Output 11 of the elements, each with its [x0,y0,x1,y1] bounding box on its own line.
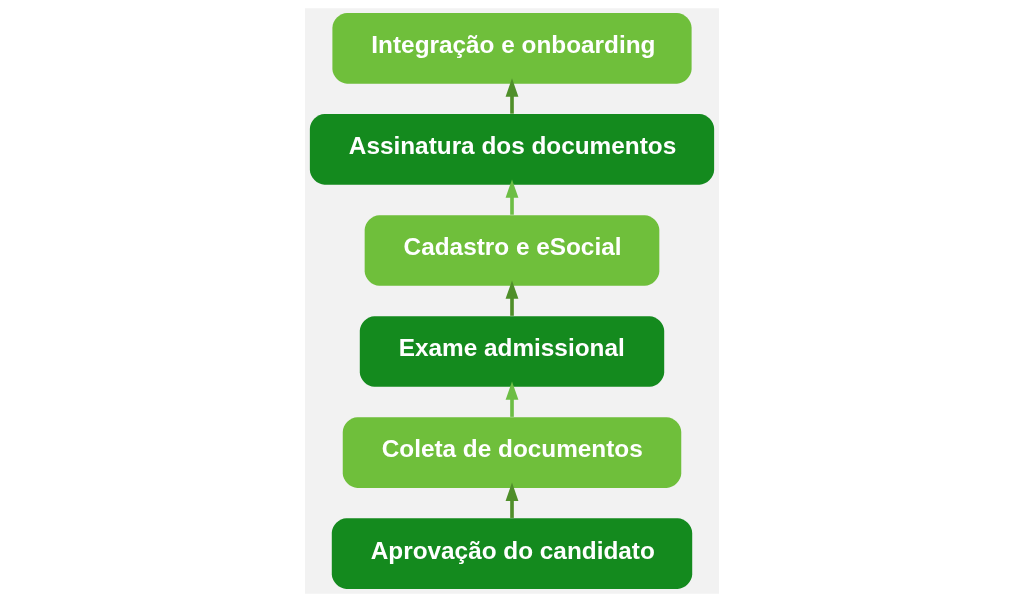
node-box: Exame admissional [359,316,665,387]
arrow [505,179,519,215]
node-box: Integração e onboarding [332,13,692,84]
arrow [505,78,519,114]
arrow [505,280,519,316]
arrow [505,381,519,417]
node-box: Assinatura dos documentos [309,114,715,185]
node-box: Coleta de documentos [342,417,682,488]
node-box: Aprovação do candidato [331,518,693,589]
node-box: Cadastro e eSocial [364,215,660,286]
arrow [505,482,519,518]
